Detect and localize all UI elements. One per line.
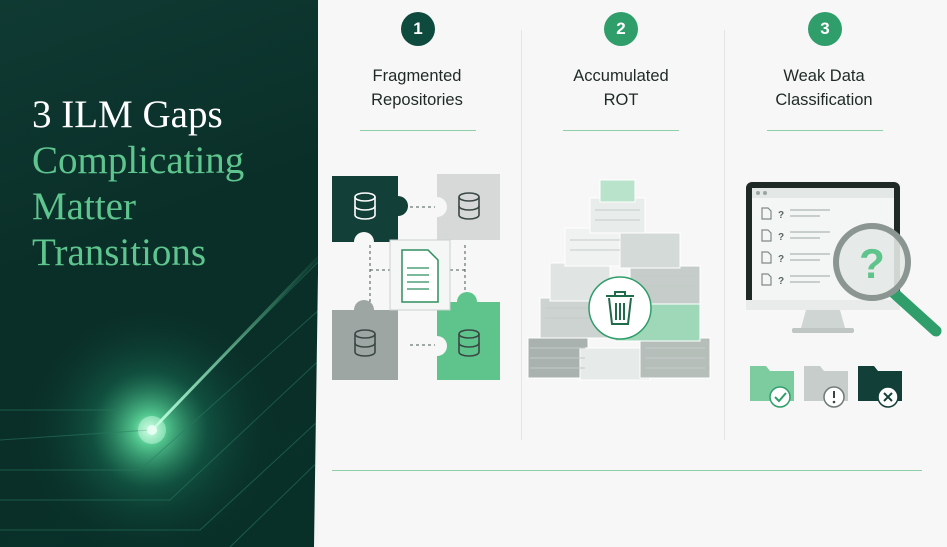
column-3-rule [767, 130, 883, 131]
column-1-title-line-2: Repositories [371, 91, 463, 109]
column-2-title-line-2: ROT [603, 91, 639, 109]
svg-text:?: ? [778, 254, 784, 265]
step-number-3: 3 [808, 12, 842, 46]
svg-text:?: ? [778, 232, 784, 243]
column-3-title-line-1: Weak Data [783, 67, 865, 85]
column-2-title: Accumulated ROT [521, 64, 721, 112]
footer-rule [332, 470, 922, 471]
step-number-1: 1 [401, 12, 435, 46]
column-1-rule [360, 130, 476, 131]
monitor-magnifier-question-icon: ???? ? [746, 182, 942, 408]
headline-line-1: 3 ILM Gaps [32, 93, 223, 136]
headline: 3 ILM Gaps Complicating Matter Transitio… [32, 92, 312, 276]
svg-text:?: ? [778, 276, 784, 287]
column-divider [724, 30, 725, 440]
puzzle-database-icon [332, 174, 500, 380]
step-number-2: 2 [604, 12, 638, 46]
column-1-title: Fragmented Repositories [317, 64, 517, 112]
column-1-title-line-1: Fragmented [372, 67, 462, 85]
light-streak-graphic [0, 243, 322, 547]
column-2-rule [563, 130, 679, 131]
headline-line-3: Matter [32, 185, 136, 228]
headline-line-4: Transitions [32, 231, 207, 274]
column-divider [521, 30, 522, 440]
svg-text:?: ? [778, 210, 784, 221]
svg-text:?: ? [859, 240, 885, 287]
column-2-title-line-1: Accumulated [573, 67, 669, 85]
document-pile-trash-icon [527, 179, 711, 381]
column-3-title-line-2: Classification [775, 91, 873, 109]
hero-panel: 3 ILM Gaps Complicating Matter Transitio… [0, 0, 322, 547]
column-3-title: Weak Data Classification [724, 64, 924, 112]
headline-line-2: Complicating [32, 139, 245, 182]
